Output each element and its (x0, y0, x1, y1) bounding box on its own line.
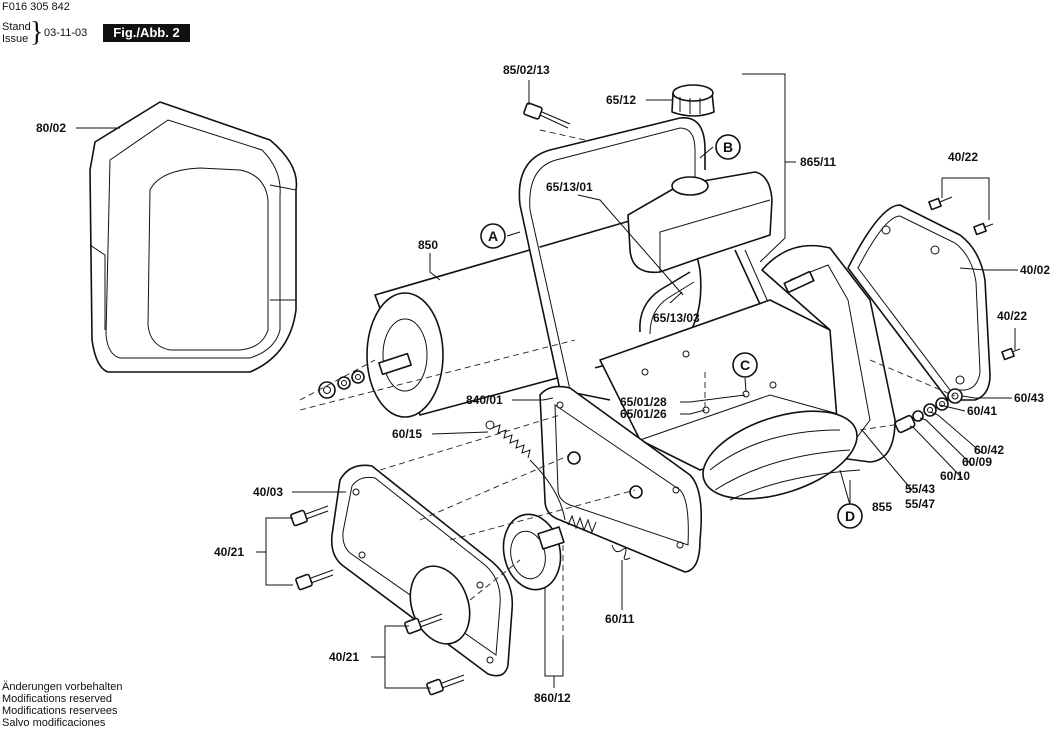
callout-60-10: 60/10 (940, 469, 970, 483)
left-side-frame-part (539, 385, 703, 573)
washer-stack-part (894, 388, 963, 434)
svg-text:B: B (723, 139, 733, 155)
ref-mark-c: C (732, 352, 758, 378)
callout-65-01-26: 65/01/26 (620, 407, 667, 421)
screw-85-02-13-part (523, 102, 571, 129)
svg-text:A: A (488, 228, 498, 244)
callout-60-42: 60/42 (974, 443, 1004, 457)
screws-40-21-upper-part (290, 505, 334, 591)
ref-mark-a: A (480, 223, 506, 249)
callout-40-21-upper: 40/21 (214, 545, 244, 559)
callout-40-21-lower: 40/21 (329, 650, 359, 664)
screw-40-22-right-part (1001, 347, 1021, 361)
callout-65-12: 65/12 (606, 93, 636, 107)
callout-40-22-top: 40/22 (948, 150, 978, 164)
cutting-cylinder-part (702, 410, 861, 501)
callout-40-22-right: 40/22 (997, 309, 1027, 323)
footer-note-es: Salvo modificaciones (2, 717, 106, 729)
ref-mark-b: B (715, 134, 741, 160)
callout-860-12: 860/12 (534, 691, 571, 705)
svg-text:D: D (845, 508, 855, 524)
callout-60-41: 60/41 (967, 404, 997, 418)
callout-855: 855 (872, 500, 892, 514)
right-cover-plate-part (847, 204, 991, 401)
assembly-lines (299, 129, 956, 640)
issue-date: 03-11-03 (44, 27, 88, 39)
leader-lines (76, 73, 1018, 689)
callout-55-43: 55/43 (905, 482, 935, 496)
callout-60-15: 60/15 (392, 427, 422, 441)
brace-glyph: } (30, 17, 44, 48)
ref-mark-d: D (837, 503, 863, 529)
callout-840-01: 840/01 (466, 393, 503, 407)
right-side-housing-part (761, 244, 896, 463)
small-spring-part (611, 544, 631, 560)
callout-850: 850 (418, 238, 438, 252)
svg-text:C: C (740, 357, 750, 373)
stand-label: Stand (2, 21, 31, 33)
screws-40-21-lower-part (404, 613, 465, 696)
hub-part (502, 513, 565, 591)
compression-spring-part (567, 514, 597, 534)
document-number: F016 305 842 (2, 1, 70, 13)
callout-65-13-01: 65/13/01 (546, 180, 593, 194)
footer-note-fr: Modifications reservees (2, 705, 118, 717)
left-cover-plate-part (330, 464, 514, 677)
callout-65-01-28: 65/01/28 (620, 395, 667, 409)
callout-60-43: 60/43 (1014, 391, 1044, 405)
issue-label: Issue (2, 33, 29, 45)
callout-80-02: 80/02 (36, 121, 66, 135)
hose-part (639, 271, 695, 335)
footer-note-en: Modifications reserved (2, 693, 113, 705)
callout-65-13-03: 65/13/03 (653, 311, 700, 325)
callout-40-03: 40/03 (253, 485, 283, 499)
callout-55-47: 55/47 (905, 497, 935, 511)
tension-spring-part (485, 420, 566, 521)
callout-40-02: 40/02 (1020, 263, 1050, 277)
footer-notes: Änderungen vorbehalten Modifications res… (2, 681, 122, 729)
callout-865-11: 865/11 (800, 155, 836, 169)
callout-60-09: 60/09 (962, 455, 992, 469)
screws-40-22-top-part (928, 196, 994, 236)
figure-badge: Fig./Abb. 2 (103, 24, 190, 42)
roller-part (318, 214, 702, 418)
tank-part (627, 150, 773, 274)
callout-85-02-13: 85/02/13 (503, 63, 550, 77)
footer-note-de: Änderungen vorbehalten (2, 681, 123, 693)
callout-60-11: 60/11 (605, 612, 635, 626)
cap-part (671, 84, 715, 117)
grass-box-cover-part (89, 101, 298, 373)
